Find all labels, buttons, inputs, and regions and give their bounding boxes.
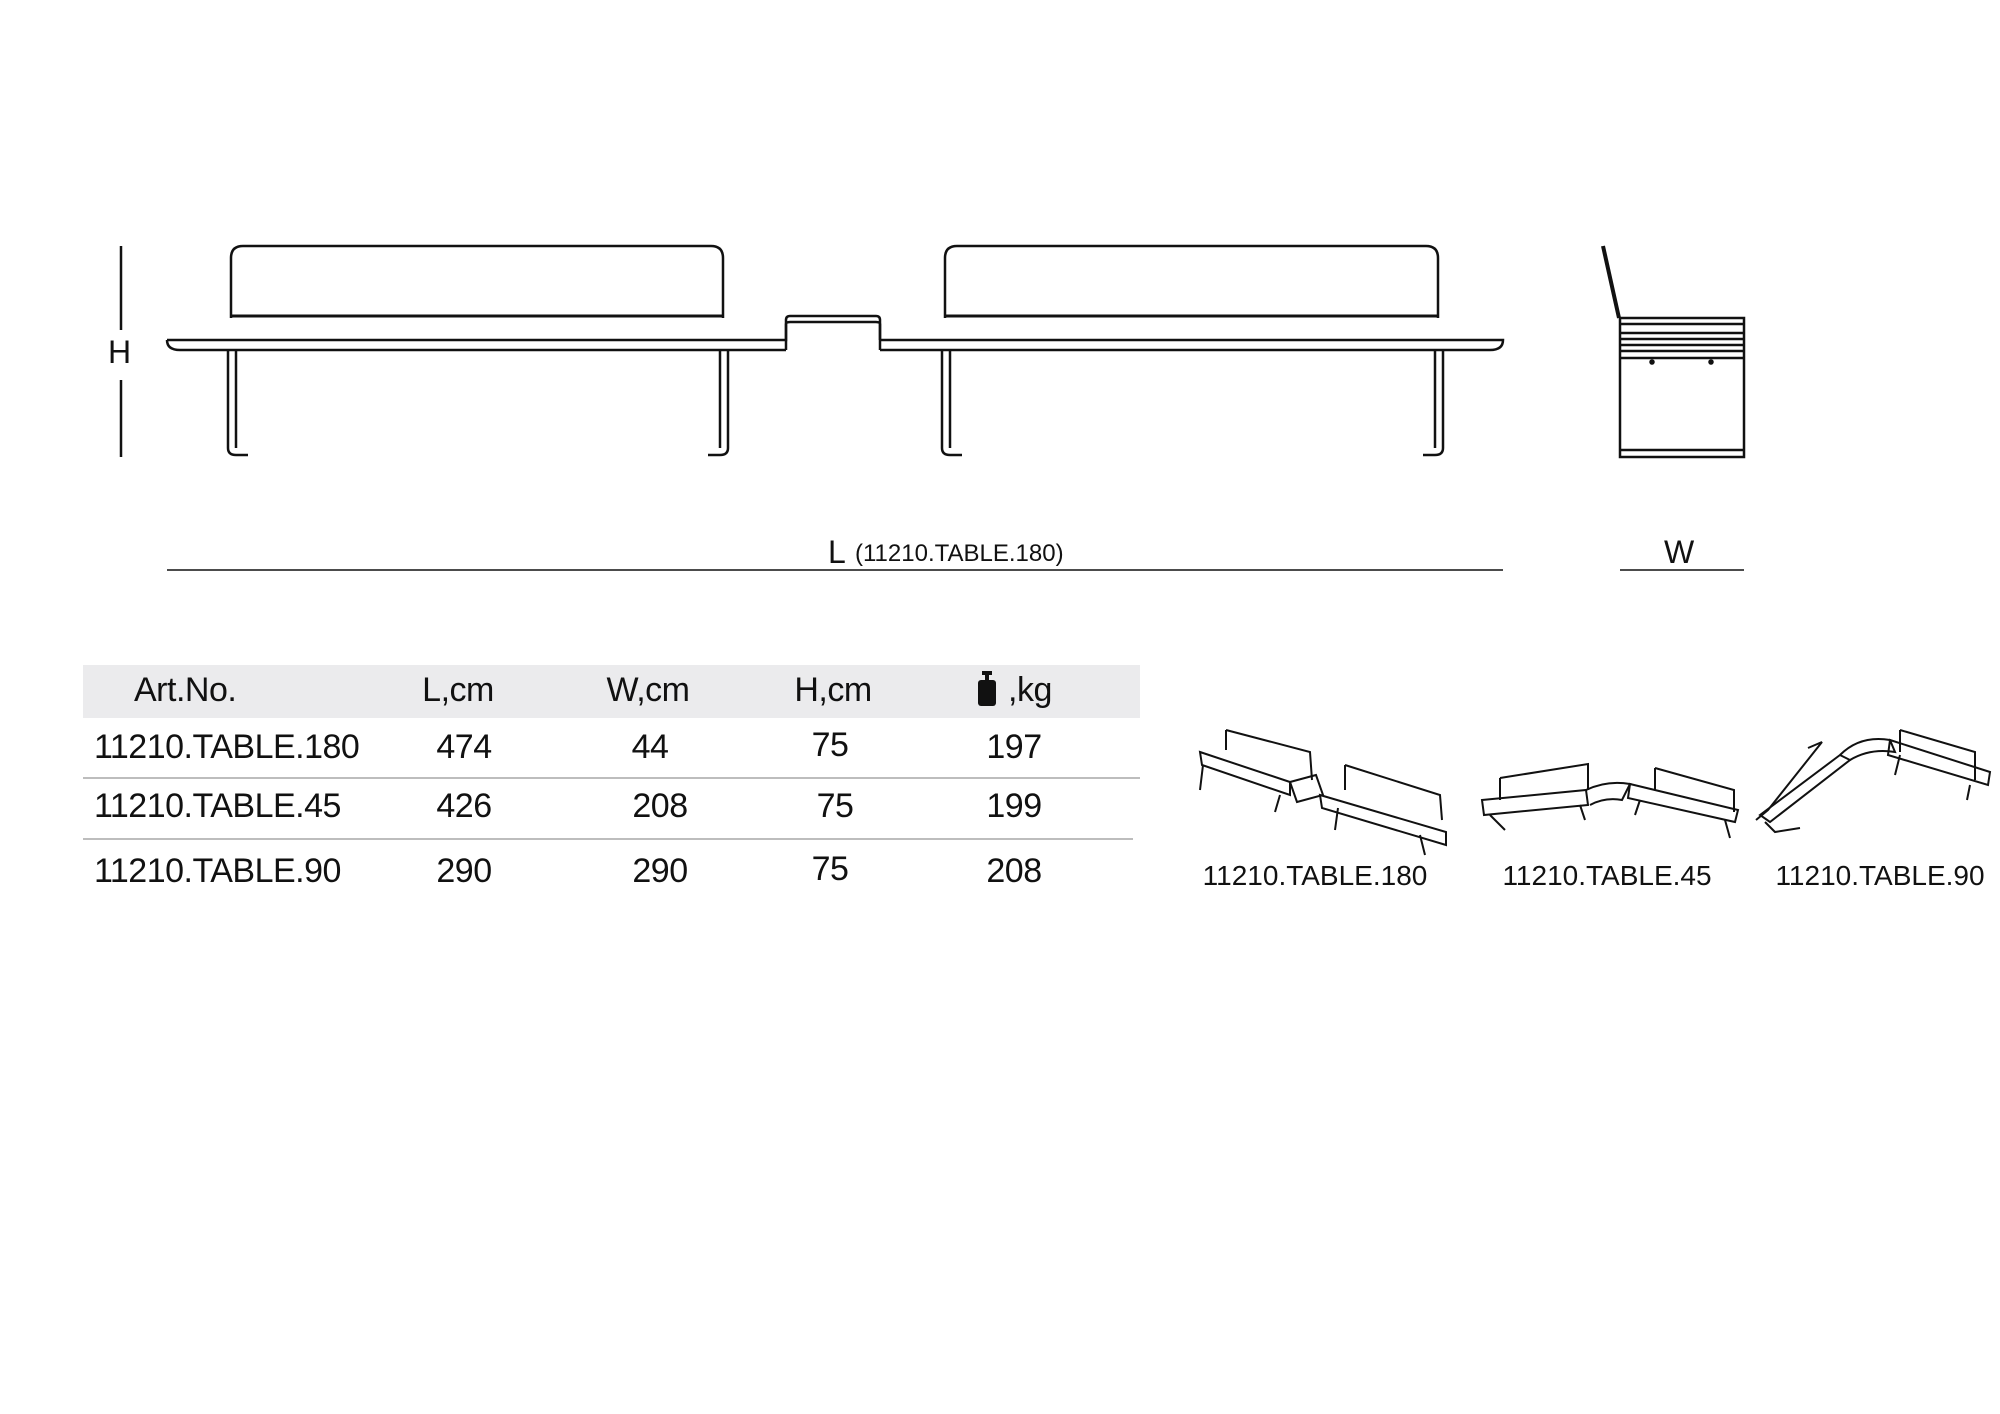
config-label-180: 11210.TABLE.180	[1202, 860, 1428, 891]
bench-side-view	[1601, 245, 1746, 459]
height-value: 75	[811, 850, 849, 888]
height-value: 75	[811, 726, 849, 764]
config-label-90: 11210.TABLE.90	[1775, 860, 1985, 891]
weight-icon	[976, 671, 998, 712]
bench-front-left	[165, 244, 882, 457]
bench-front-right	[880, 244, 1505, 457]
width-label: W	[1664, 534, 1695, 570]
thumbnail-table-90	[1755, 729, 1992, 834]
length-value: 474	[436, 728, 492, 766]
header-width: W,cm	[606, 671, 690, 709]
width-value: 44	[631, 728, 669, 766]
row-divider	[83, 838, 1133, 840]
art-no: 11210.TABLE.45	[94, 787, 341, 825]
table-header	[83, 665, 1140, 718]
width-value: 208	[632, 787, 688, 825]
weight-value: 208	[986, 852, 1042, 890]
length-value: 290	[436, 852, 492, 890]
art-no: 11210.TABLE.90	[94, 852, 341, 890]
art-no: 11210.TABLE.180	[94, 728, 360, 766]
height-value: 75	[816, 787, 854, 825]
height-label: H	[108, 334, 132, 370]
weight-value: 197	[986, 728, 1042, 766]
header-height: H,cm	[794, 671, 872, 709]
thumbnail-table-180	[1198, 729, 1447, 856]
thumbnail-table-45	[1480, 762, 1740, 839]
length-label: L	[828, 534, 846, 570]
width-value: 290	[632, 852, 688, 890]
row-divider	[83, 777, 1140, 779]
header-art-no: Art.No.	[134, 671, 237, 709]
length-note: (11210.TABLE.180)	[855, 540, 1064, 567]
length-value: 426	[436, 787, 492, 825]
header-length: L,cm	[422, 671, 494, 709]
bench-connector	[784, 320, 882, 350]
header-weight: ,kg	[1008, 671, 1052, 709]
config-label-45: 11210.TABLE.45	[1502, 860, 1712, 891]
weight-value: 199	[986, 787, 1042, 825]
